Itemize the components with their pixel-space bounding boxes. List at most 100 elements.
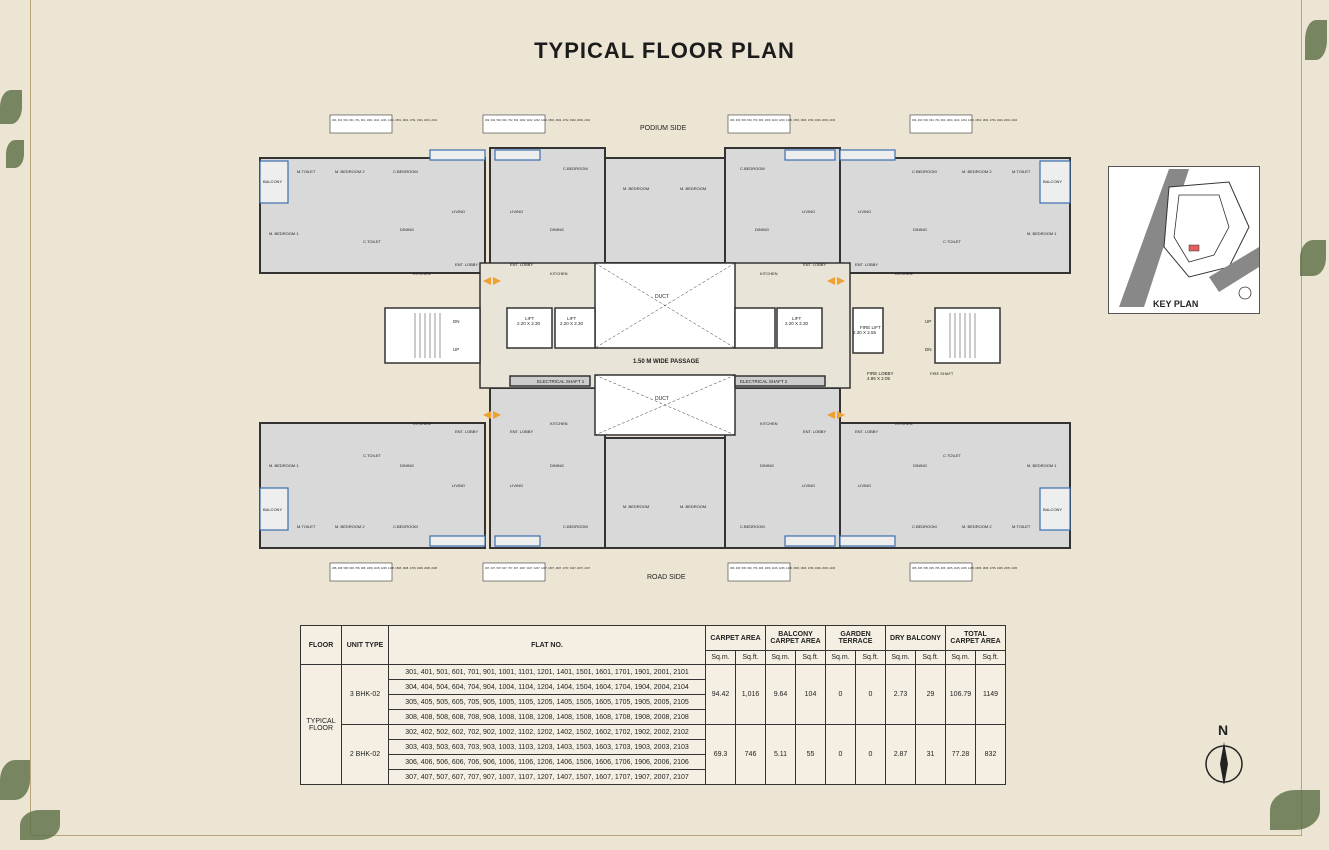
- carpet-sqft-cell: 1,016: [735, 664, 766, 725]
- room-label: DINING: [755, 227, 769, 232]
- flat-list-cell: 306, 406, 506, 606, 706, 906, 1006, 1106…: [388, 754, 706, 770]
- flat-tag-text: 307, 407, 507, 607, 707, 907, 1007, 1107…: [485, 566, 591, 570]
- page-title: TYPICAL FLOOR PLAN: [534, 38, 795, 63]
- carpet-sqft-cell: 746: [735, 724, 766, 785]
- page-frame: [30, 0, 1302, 836]
- header-sqm: Sq.m.: [885, 650, 916, 665]
- road-side-label: ROAD SIDE: [647, 574, 686, 581]
- header-sqft: Sq.ft.: [855, 650, 886, 665]
- room-label: M. BEDROOM 2: [962, 524, 992, 529]
- room-label: M. BEDROOM 2: [335, 524, 365, 529]
- room-label: ENT. LOBBY: [803, 262, 826, 267]
- room-label: C.BEDROOM: [740, 524, 765, 529]
- carpet-sqm-cell: 94.42: [705, 664, 736, 725]
- electrical-shaft-1-label: ELECTRICAL SHAFT 1: [537, 379, 585, 384]
- room-label: ENT. LOBBY: [455, 262, 478, 267]
- header-sqm: Sq.m.: [705, 650, 736, 665]
- garden-sqm-cell: 0: [825, 664, 856, 725]
- room-label: M.TOILET: [1012, 524, 1031, 529]
- total-sqft-cell: 1149: [975, 664, 1006, 725]
- header-total-carpet-area: TOTAL CARPET AREA: [945, 625, 1006, 651]
- total-sqft-cell: 832: [975, 724, 1006, 785]
- key-plan-map: [1119, 169, 1259, 307]
- room-label: C.BEDROOM: [563, 524, 588, 529]
- flat-tag-text: 303, 403, 503, 603, 703, 903, 1003, 1103…: [730, 118, 836, 122]
- room-label: LIVING: [802, 483, 815, 488]
- room-label: DINING: [913, 463, 927, 468]
- header-sqft: Sq.ft.: [975, 650, 1006, 665]
- room-label: M. BEDROOM 2: [335, 169, 365, 174]
- flat-list-cell: 308, 408, 508, 608, 708, 908, 1008, 1108…: [388, 709, 706, 725]
- flat-tag-top-1: 301, 401, 501, 601, 701, 901, 1001, 1101…: [329, 114, 438, 134]
- lift-label: LIFT: [525, 316, 535, 321]
- balcony-label: BALCONY: [263, 179, 282, 184]
- flat-list-cell: 301, 401, 501, 601, 701, 901, 1001, 1101…: [388, 664, 706, 680]
- dry-sqft-cell: 31: [915, 724, 946, 785]
- room-label: DINING: [400, 227, 414, 232]
- entrance-arrows: [483, 277, 845, 419]
- room-label: M. BEDROOM 1: [269, 463, 299, 468]
- flat-tag-bot-2: 307, 407, 507, 607, 707, 907, 1007, 1107…: [482, 562, 591, 582]
- room-label: C.BEDROOM: [563, 166, 588, 171]
- north-label: N: [1218, 722, 1229, 738]
- room-label: M. BEDROOM: [623, 504, 649, 509]
- header-sqm: Sq.m.: [765, 650, 796, 665]
- header-sqm: Sq.m.: [825, 650, 856, 665]
- stair-dn-label: DN: [925, 347, 932, 352]
- room-label: KITCHEN: [550, 421, 568, 426]
- fire-lift-label: FIRE LIFT: [860, 325, 881, 330]
- room-label: LIVING: [802, 209, 815, 214]
- lift-label: LIFT: [567, 316, 577, 321]
- room-label: KITCHEN: [413, 421, 431, 426]
- area-statement-table: FLOOR UNIT TYPE FLAT NO. CARPET AREA BAL…: [300, 625, 1006, 785]
- balcony-label: BALCONY: [1043, 507, 1062, 512]
- flat-tag-top-4: 304, 404, 504, 604, 704, 904, 1004, 1104…: [909, 114, 1018, 134]
- room-label: C.BEDROOM: [740, 166, 765, 171]
- flat-tag-text: 305, 405, 505, 605, 705, 905, 1005, 1105…: [912, 566, 1018, 570]
- lift-size: 2.20 X 2.30: [785, 321, 809, 326]
- header-carpet-area: CARPET AREA: [705, 625, 766, 651]
- room-label: KITCHEN: [413, 271, 431, 276]
- header-sqft: Sq.ft.: [795, 650, 826, 665]
- room-label: ENT. LOBBY: [855, 262, 878, 267]
- room-label: C.BEDROOM: [393, 524, 418, 529]
- carpet-sqm-cell: 69.3: [705, 724, 736, 785]
- stair-left: [414, 313, 441, 358]
- room-label: ENT. LOBBY: [510, 262, 533, 267]
- room-label: KITCHEN: [760, 271, 778, 276]
- dry-sqm-cell: 2.73: [885, 664, 916, 725]
- room-label: C.BEDROOM: [393, 169, 418, 174]
- fire-shaft-label: FIRE SHAFT: [930, 371, 954, 376]
- stair-up-label: UP: [925, 319, 931, 324]
- room-label: M. BEDROOM 1: [269, 231, 299, 236]
- flat-tag-text: 301, 401, 501, 601, 701, 901, 1001, 1101…: [332, 118, 438, 122]
- balcony-label: BALCONY: [1043, 179, 1062, 184]
- balcony-sqm-cell: 5.11: [765, 724, 796, 785]
- header-flat-no: FLAT NO.: [388, 625, 706, 665]
- unit-type-cell: 2 BHK-02: [341, 724, 389, 785]
- stair-up-label: UP: [453, 347, 459, 352]
- stair-right: [949, 313, 976, 358]
- header-sqm: Sq.m.: [945, 650, 976, 665]
- foliage-decoration: [20, 810, 60, 840]
- room-label: KITCHEN: [895, 421, 913, 426]
- room-label: LIVING: [452, 209, 465, 214]
- header-sqft: Sq.ft.: [915, 650, 946, 665]
- header-balcony-carpet-area: BALCONY CARPET AREA: [765, 625, 826, 651]
- balcony-sqft-cell: 55: [795, 724, 826, 785]
- foliage-decoration: [1300, 240, 1326, 276]
- floor-cell: TYPICAL FLOOR: [300, 664, 342, 785]
- header-garden-terrace: GARDEN TERRACE: [825, 625, 886, 651]
- room-label: C.TOILET: [943, 453, 961, 458]
- fire-lobby-label: FIRE LOBBY: [867, 371, 894, 376]
- lift-size: 2.20 X 2.30: [560, 321, 584, 326]
- compass-icon: [1205, 742, 1243, 784]
- balcony-label: BALCONY: [263, 507, 282, 512]
- total-sqm-cell: 77.28: [945, 724, 976, 785]
- duct-label: DUCT: [655, 396, 669, 402]
- flat-list-cell: 304, 404, 504, 604, 704, 904, 1004, 1104…: [388, 679, 706, 695]
- room-label: C.TOILET: [363, 239, 381, 244]
- room-labels-bottom: M. BEDROOM 1 M. BEDROOM 2 C.BEDROOM M.TO…: [269, 421, 1057, 529]
- garden-sqft-cell: 0: [855, 724, 886, 785]
- balconies: [259, 149, 1071, 547]
